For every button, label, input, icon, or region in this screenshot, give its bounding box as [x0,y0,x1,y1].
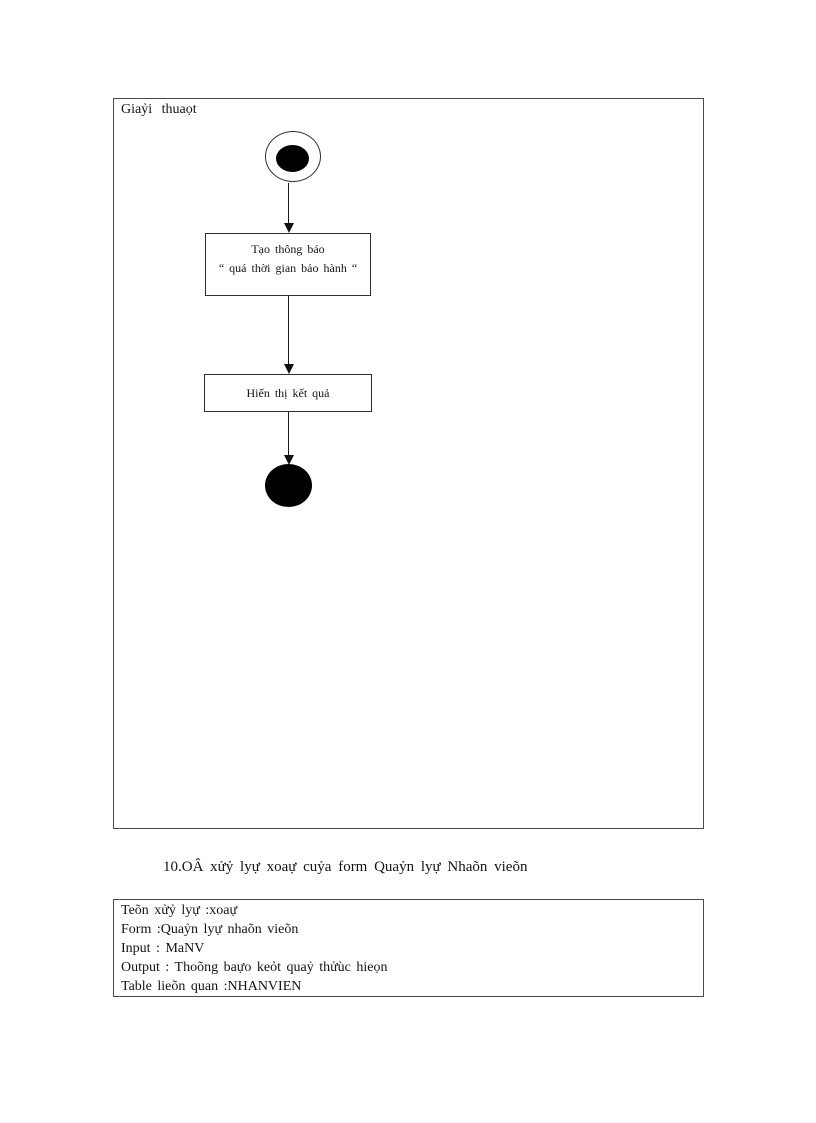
spec-line-output: Output : Thoõng baựo keỏt quaỷ thửùc hie… [121,960,388,975]
flow-connector-2 [288,296,289,364]
activity-box-show-result: Hiển thị kết quả [204,374,372,412]
spec-line-form: Form :Quaỷn lyự nhaõn vieõn [121,922,299,937]
activity-text-line-1: Tạo thông báo [251,242,325,256]
section-heading: 10.OÂ xửỷ lyự xoaự cuỷa form Quaỷn lyự N… [163,859,528,875]
diagram-frame [113,98,704,829]
activity-text-line: Hiển thị kết quả [246,385,330,400]
spec-box: Teõn xửỷ lyự :xoaự Form :Quaỷn lyự nhaõn… [113,899,704,997]
spec-line-ten-xu-ly: Teõn xửỷ lyự :xoaự [121,903,238,918]
diagram-frame-label: Giaỷi thuaọt [121,102,197,117]
flow-connector-1 [288,183,289,224]
end-node-icon [265,464,312,507]
arrowhead-down-icon-2 [284,364,294,374]
spec-line-table-lien-quan: Table lieõn quan :NHANVIEN [121,979,302,994]
flow-connector-3 [288,412,289,455]
start-node-icon [265,131,321,182]
spec-line-input: Input : MaNV [121,941,205,956]
arrowhead-down-icon-3 [284,455,294,465]
start-node-core-icon [276,145,309,172]
arrowhead-down-icon-1 [284,223,294,233]
activity-text-line-2: “ quá thời gian bảo hành “ [218,261,358,275]
activity-box-create-notification: Tạo thông báo “ quá thời gian bảo hành “ [205,233,371,296]
